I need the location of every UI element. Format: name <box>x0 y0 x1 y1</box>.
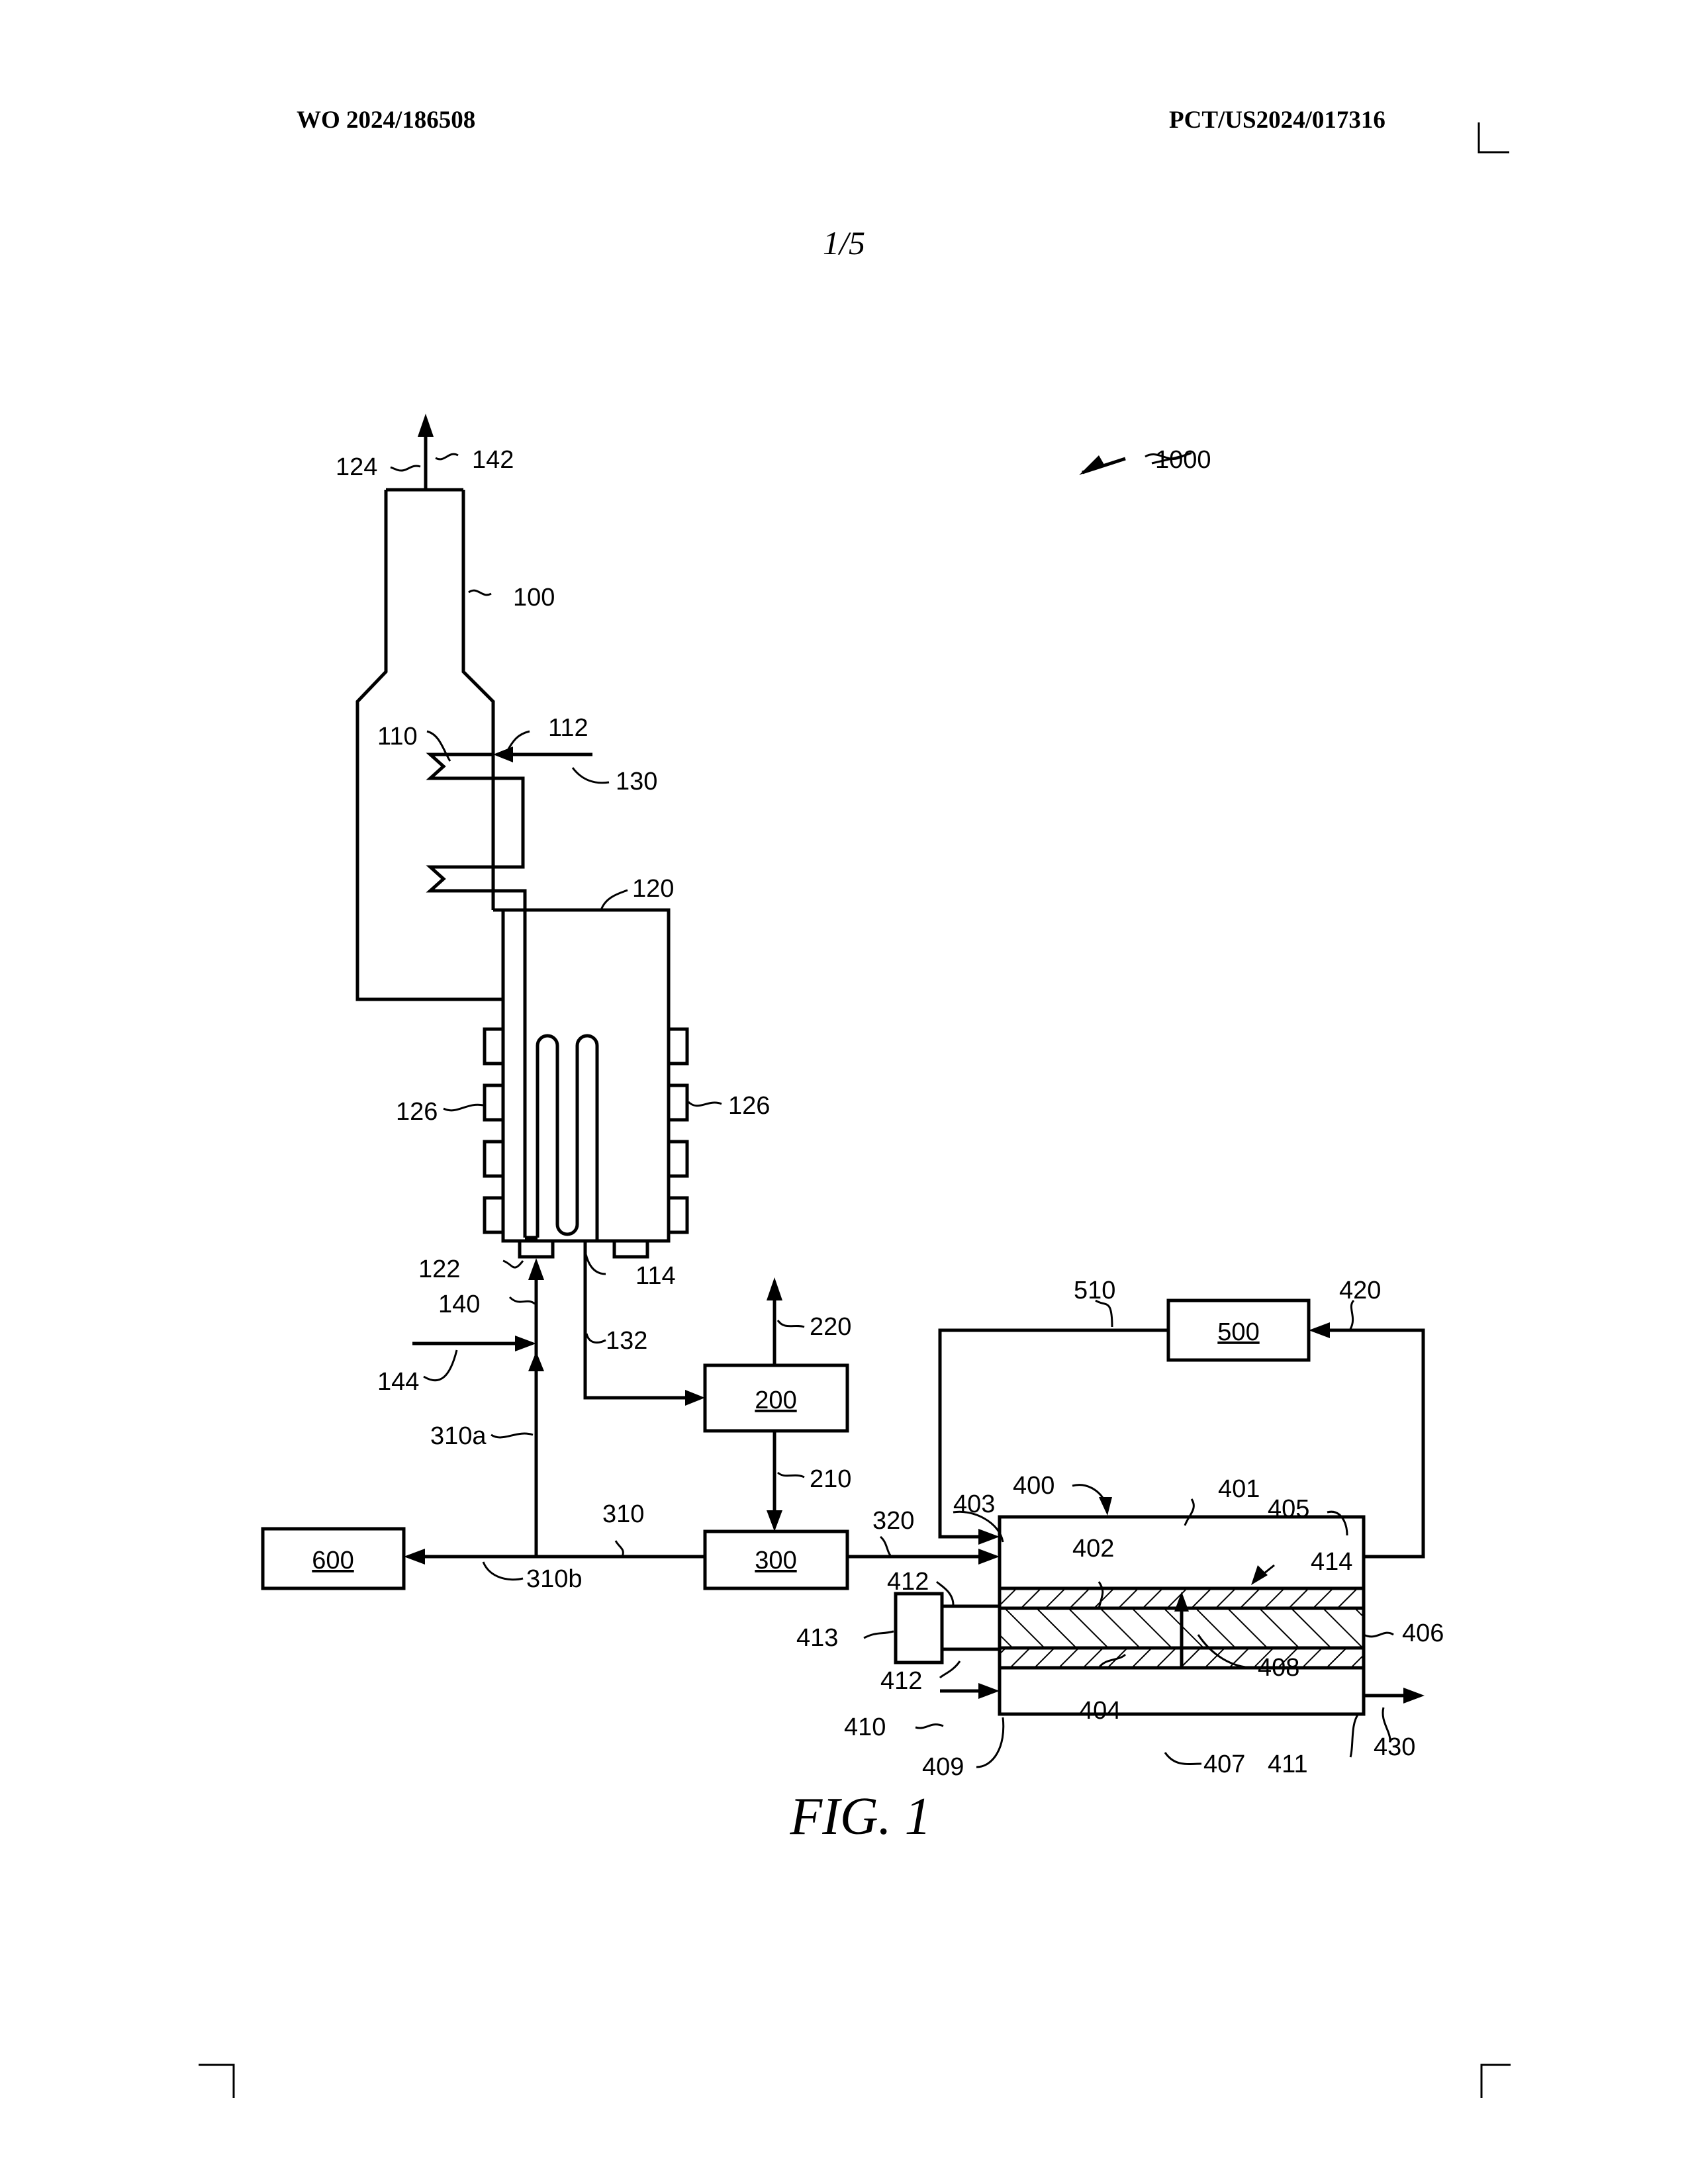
label-410: 410 <box>844 1713 886 1741</box>
unit-600-label: 600 <box>312 1547 353 1574</box>
label-401: 401 <box>1218 1475 1260 1503</box>
unit-500: 500 <box>1168 1300 1309 1360</box>
unit-300: 300 <box>705 1531 847 1588</box>
label-414: 414 <box>1311 1548 1352 1576</box>
unit-200-label: 200 <box>755 1387 796 1414</box>
label-405: 405 <box>1268 1495 1309 1523</box>
label-404: 404 <box>1079 1697 1121 1725</box>
label-1000: 1000 <box>1155 446 1211 474</box>
label-112: 112 <box>548 714 588 742</box>
label-411: 411 <box>1268 1751 1308 1778</box>
label-126-right: 126 <box>728 1092 770 1120</box>
reactor-120 <box>485 910 687 1257</box>
label-120: 120 <box>632 875 674 903</box>
label-144: 144 <box>377 1368 419 1396</box>
label-220: 220 <box>810 1313 851 1341</box>
unit-500-label: 500 <box>1217 1318 1259 1346</box>
label-100: 100 <box>513 584 555 612</box>
label-409: 409 <box>922 1753 964 1781</box>
label-420: 420 <box>1339 1277 1381 1304</box>
unit-300-label: 300 <box>755 1547 796 1574</box>
label-142: 142 <box>472 446 514 474</box>
unit-600: 600 <box>263 1529 404 1588</box>
label-110: 110 <box>377 723 418 751</box>
label-413: 413 <box>796 1624 838 1652</box>
label-132: 132 <box>606 1327 647 1355</box>
label-126-left: 126 <box>396 1098 438 1126</box>
label-122: 122 <box>418 1255 460 1283</box>
label-403: 403 <box>953 1490 995 1518</box>
label-310b: 310b <box>526 1565 583 1593</box>
label-210: 210 <box>810 1465 851 1493</box>
label-430: 430 <box>1374 1733 1415 1761</box>
label-408: 408 <box>1258 1654 1299 1682</box>
label-140: 140 <box>438 1291 480 1318</box>
label-407: 407 <box>1203 1751 1245 1778</box>
figure-caption: FIG. 1 <box>0 1787 1688 1847</box>
label-310a: 310a <box>430 1422 487 1450</box>
label-130: 130 <box>616 768 657 796</box>
label-412-top: 412 <box>887 1568 929 1596</box>
label-510: 510 <box>1074 1277 1115 1304</box>
label-320: 320 <box>872 1507 914 1535</box>
label-412-bottom: 412 <box>880 1667 922 1695</box>
unit-200: 200 <box>705 1365 847 1431</box>
label-402: 402 <box>1072 1535 1114 1563</box>
label-124: 124 <box>336 453 377 481</box>
label-310: 310 <box>602 1500 644 1528</box>
label-114: 114 <box>635 1262 676 1290</box>
label-400: 400 <box>1013 1472 1055 1500</box>
label-406: 406 <box>1402 1619 1444 1647</box>
